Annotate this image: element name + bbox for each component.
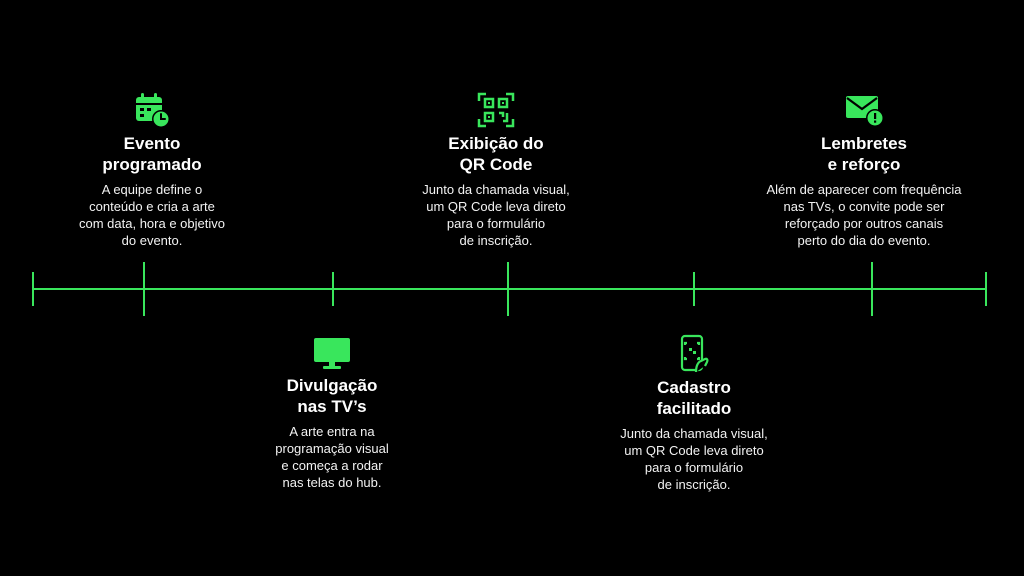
step-divulgacao: Divulgação nas TV’s A arte entra na prog… <box>212 332 452 491</box>
timeline-tick-end <box>985 272 987 306</box>
step-title: Cadastro facilitado <box>656 378 732 418</box>
qr-code-icon <box>476 90 516 130</box>
step-cadastro-facilitado: Cadastro facilitado Junto da chamada vis… <box>574 334 814 493</box>
step-description: A arte entra na programação visual e com… <box>275 424 389 490</box>
phone-scan-icon <box>674 334 714 374</box>
timeline-tick-3 <box>507 262 509 316</box>
timeline-tick-2 <box>332 272 334 306</box>
step-title: Exibição do QR Code <box>448 134 544 174</box>
timeline-axis <box>33 288 986 290</box>
mail-alert-icon <box>844 90 884 130</box>
tv-icon <box>312 332 352 372</box>
step-exibicao-qr-code: Exibição do QR Code Junto da chamada vis… <box>376 90 616 249</box>
step-description: A equipe define o conteúdo e cria a arte… <box>79 182 225 248</box>
timeline-tick-4 <box>693 272 695 306</box>
step-evento-programado: Evento programado A equipe define o cont… <box>32 90 272 249</box>
timeline-tick-5 <box>871 262 873 316</box>
timeline-tick-start <box>32 272 34 306</box>
step-lembretes-reforco: Lembretes e reforço Além de aparecer com… <box>744 90 984 249</box>
timeline-tick-1 <box>143 262 145 316</box>
step-title: Divulgação nas TV’s <box>286 376 378 416</box>
step-title: Lembretes e reforço <box>821 134 907 174</box>
step-description: Além de aparecer com frequência nas TVs,… <box>766 182 962 248</box>
calendar-clock-icon <box>132 90 172 130</box>
step-title: Evento programado <box>102 134 202 174</box>
step-description: Junto da chamada visual, um QR Code leva… <box>620 426 768 492</box>
step-description: Junto da chamada visual, um QR Code leva… <box>422 182 570 248</box>
